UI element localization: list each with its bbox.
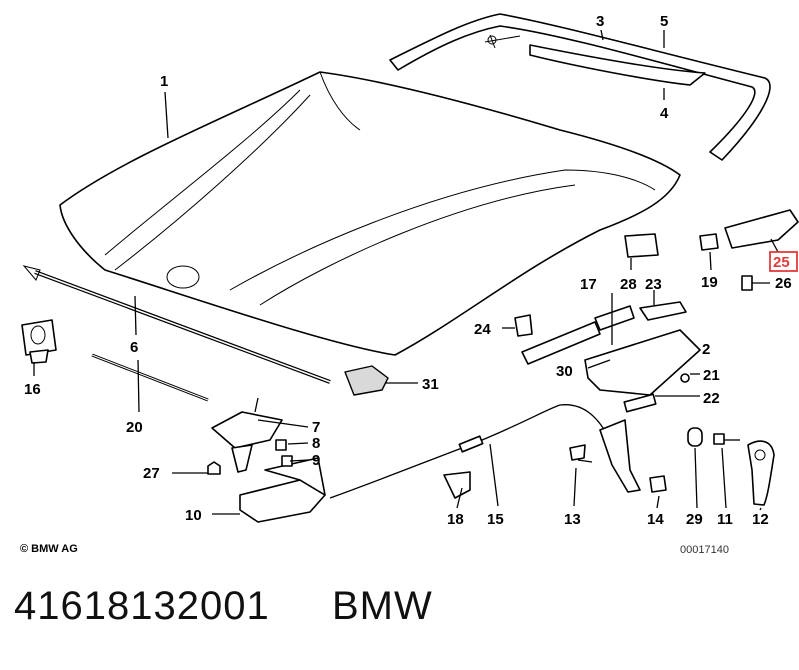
label-15: 15 xyxy=(487,511,504,528)
label-29: 29 xyxy=(686,511,703,528)
label-2: 2 xyxy=(702,341,710,358)
label-14: 14 xyxy=(647,511,664,528)
label-22: 22 xyxy=(703,390,720,407)
label-10: 10 xyxy=(185,507,202,524)
label-26: 26 xyxy=(775,275,792,292)
label-9: 9 xyxy=(312,452,320,469)
label-30: 30 xyxy=(556,363,573,380)
leader-lines xyxy=(33,29,779,515)
brand-name: BMW xyxy=(331,584,433,628)
plate-23 xyxy=(639,301,687,321)
label-11: 11 xyxy=(717,511,733,528)
clip-19 xyxy=(699,233,719,251)
part-number: 41618132001 xyxy=(14,584,270,628)
label-28: 28 xyxy=(620,276,637,293)
release-cable-short xyxy=(91,353,209,402)
label-7: 7 xyxy=(312,419,320,436)
label-20: 20 xyxy=(126,419,143,436)
label-4: 4 xyxy=(660,105,669,122)
hood-hinge xyxy=(584,329,701,413)
release-cable-long xyxy=(329,404,641,499)
label-3: 3 xyxy=(596,13,604,30)
label-13: 13 xyxy=(564,511,581,528)
bushing-29 xyxy=(687,427,703,447)
label-25: 25 xyxy=(773,254,790,271)
bracket-25 xyxy=(724,209,799,249)
buffer-14 xyxy=(649,475,667,493)
label-31: 31 xyxy=(422,376,439,393)
hood-panel xyxy=(59,71,681,356)
label-21: 21 xyxy=(703,367,720,384)
hood-seal-upper xyxy=(389,13,771,161)
support-rod xyxy=(22,265,331,384)
copyright-text: © BMW AG xyxy=(20,543,78,555)
block-28 xyxy=(624,233,659,258)
lever-12 xyxy=(747,440,775,506)
clip-part xyxy=(21,319,57,364)
label-23: 23 xyxy=(645,276,662,293)
bolt-13 xyxy=(569,444,593,463)
hood-lock-assembly xyxy=(207,397,326,523)
label-17: 17 xyxy=(580,276,597,293)
gas-strut xyxy=(521,305,635,365)
label-12: 12 xyxy=(752,511,769,528)
clip-24 xyxy=(514,314,533,337)
label-6: 6 xyxy=(130,339,138,356)
label-16: 16 xyxy=(24,381,41,398)
label-25-highlight xyxy=(769,251,798,272)
bumper-pad xyxy=(344,365,389,396)
label-18: 18 xyxy=(447,511,464,528)
bolt-11 xyxy=(713,433,740,445)
parts-diagram: 1 2 3 4 5 6 7 8 9 10 11 12 13 14 15 16 1… xyxy=(20,13,799,556)
label-24: 24 xyxy=(474,321,491,338)
label-5: 5 xyxy=(660,13,668,30)
label-27: 27 xyxy=(143,465,160,482)
label-1: 1 xyxy=(160,73,168,90)
label-19: 19 xyxy=(701,274,718,291)
drawing-code: 00017140 xyxy=(680,544,729,556)
label-8: 8 xyxy=(312,435,320,452)
bolt-26 xyxy=(741,275,753,291)
part-info: 41618132001 BMW xyxy=(14,584,433,629)
